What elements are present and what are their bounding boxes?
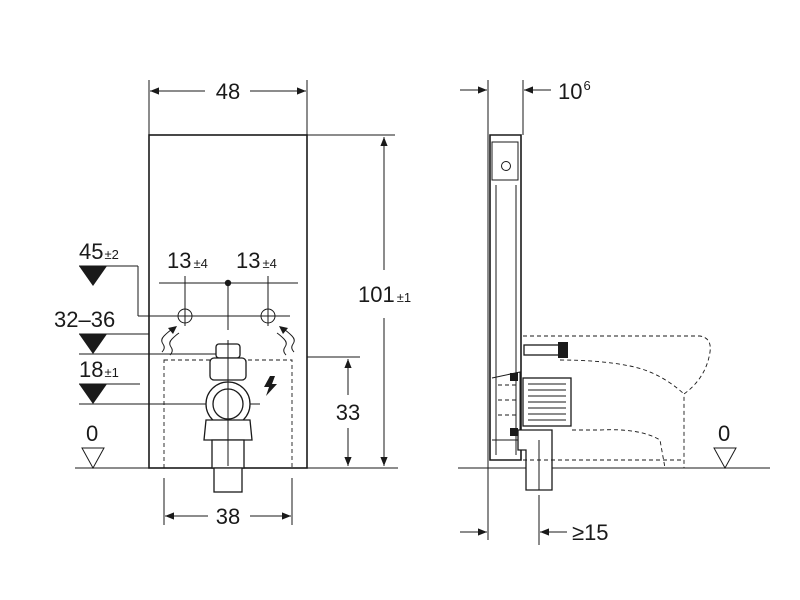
- dim-13-left-label: 13±4: [167, 248, 208, 273]
- dim-13-right-label: 13±4: [236, 248, 277, 273]
- level-0-side-label: 0: [718, 421, 730, 446]
- side-view: 106: [458, 78, 770, 545]
- dim-min-distance: ≥15: [460, 495, 609, 545]
- front-view: 48 101±1 33 13±4 13±4: [54, 79, 411, 529]
- dim-depth-top: 106: [460, 78, 591, 104]
- dim-width-bottom: 38: [163, 478, 293, 529]
- dim-min-15-label: ≥15: [572, 520, 609, 545]
- level-32-36: 32–36: [54, 307, 220, 355]
- level-0-side: 0: [713, 421, 737, 470]
- dim-38-label: 38: [216, 504, 240, 529]
- side-flush-bellow: [522, 377, 572, 427]
- dim-48-label: 48: [216, 79, 240, 104]
- electric-lightning-icon: [264, 376, 277, 396]
- dim-10-6-label: 106: [558, 78, 591, 104]
- level-32-36-label: 32–36: [54, 307, 115, 332]
- supply-arrow-right-icon: [276, 326, 295, 356]
- side-frame-internals: [491, 371, 521, 441]
- level-18-label: 18±1: [79, 357, 119, 382]
- level-0-front-label: 0: [86, 421, 98, 446]
- level-45: 45±2: [79, 239, 290, 317]
- dim-offsets: 13±4 13±4: [159, 248, 298, 330]
- supply-arrow-left-icon: [161, 326, 180, 356]
- side-drain-pipe: [517, 429, 553, 491]
- side-module-panel: [489, 134, 522, 461]
- dim-height-33: 33: [307, 356, 360, 466]
- dim-33-label: 33: [336, 400, 360, 425]
- dim-width-top: 48: [148, 79, 308, 135]
- drain-assembly: [203, 340, 253, 493]
- dim-101-label: 101±1: [358, 282, 411, 307]
- dim-total-height: 101±1: [307, 134, 411, 466]
- level-45-label: 45±2: [79, 239, 119, 264]
- side-toilet-bowl: [523, 335, 711, 469]
- side-supply-pipe: [523, 342, 568, 358]
- level-0-front: 0: [81, 421, 105, 470]
